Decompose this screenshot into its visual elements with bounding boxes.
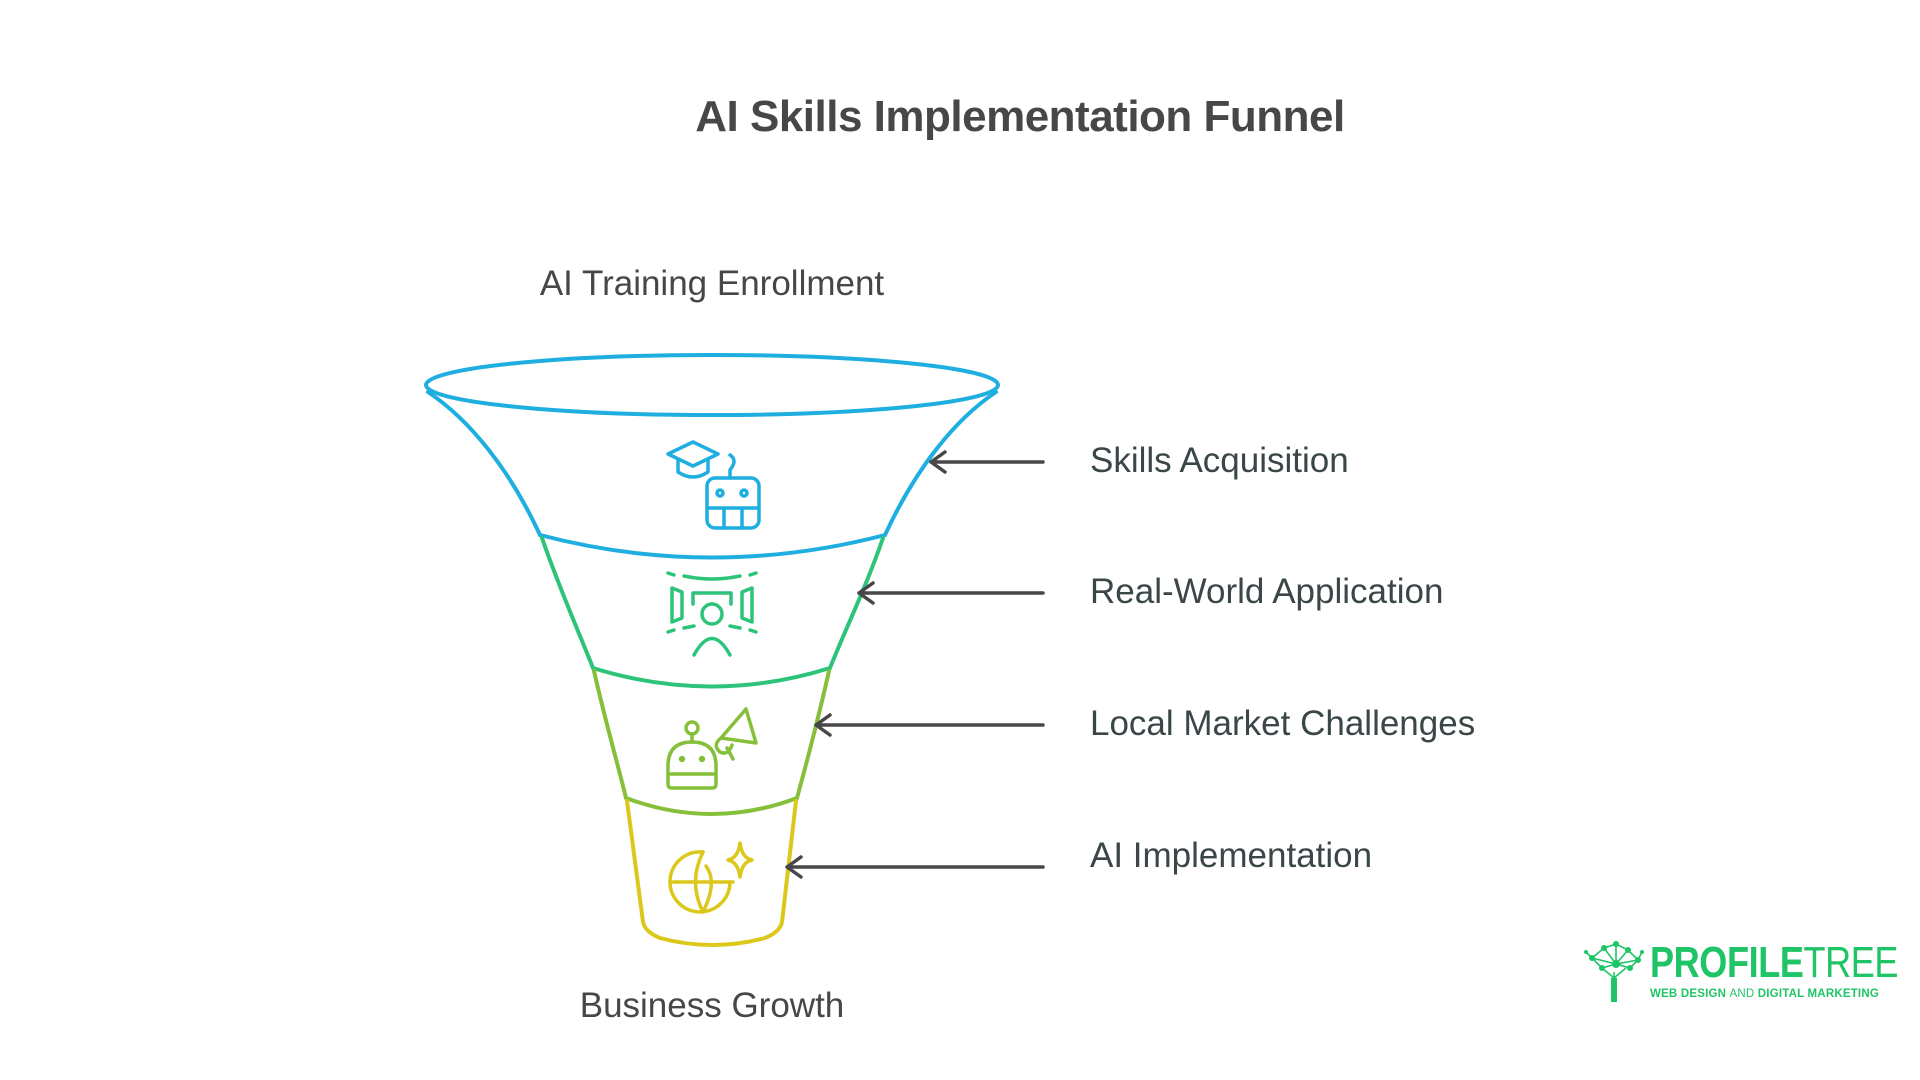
logo-name-thin: TREE bbox=[1803, 938, 1899, 987]
logo-tagline: WEB DESIGN AND DIGITAL MARKETING bbox=[1650, 988, 1879, 1000]
globe-sparkle-icon bbox=[668, 841, 754, 914]
funnel-segment-ai-implementation bbox=[625, 799, 798, 947]
robot-megaphone-icon bbox=[666, 707, 758, 790]
arrow-ai-implementation bbox=[785, 855, 1045, 879]
stage-label-skills-acquisition: Skills Acquisition bbox=[1090, 441, 1349, 480]
logo-tagline-part: WEB DESIGN bbox=[1650, 988, 1730, 1000]
stage-label-real-world-application: Real-World Application bbox=[1090, 572, 1444, 611]
funnel-bottom-label: Business Growth bbox=[579, 986, 845, 1025]
arrow-skills-acquisition bbox=[929, 450, 1045, 474]
immersive-user-display-icon bbox=[666, 571, 758, 657]
diagram-title: AI Skills Implementation Funnel bbox=[695, 92, 1345, 141]
arrow-real-world-application bbox=[857, 581, 1045, 605]
profiletree-logo: PROFILETREE WEB DESIGN AND DIGITAL MARKE… bbox=[1582, 938, 1898, 1008]
logo-tagline-part: AND bbox=[1729, 988, 1755, 1000]
stage-label-local-market-challenges: Local Market Challenges bbox=[1090, 704, 1476, 743]
funnel-segment-real-world-application bbox=[540, 536, 885, 689]
tree-network-icon bbox=[1584, 941, 1644, 1002]
funnel-segment-local-market-challenges bbox=[592, 669, 831, 816]
funnel-segment-skills-acquisition bbox=[424, 353, 1000, 560]
arrow-local-market-challenges bbox=[814, 713, 1045, 737]
logo-name-bold: PROFILE bbox=[1650, 938, 1804, 987]
graduation-cap-robot-icon bbox=[666, 440, 761, 530]
logo-wordmark: PROFILETREE bbox=[1650, 938, 1898, 988]
logo-tagline-part: DIGITAL MARKETING bbox=[1754, 988, 1879, 1000]
stage-label-ai-implementation: AI Implementation bbox=[1090, 836, 1373, 875]
funnel-top-label: AI Training Enrollment bbox=[539, 264, 885, 303]
funnel-top-rim bbox=[424, 353, 1000, 417]
